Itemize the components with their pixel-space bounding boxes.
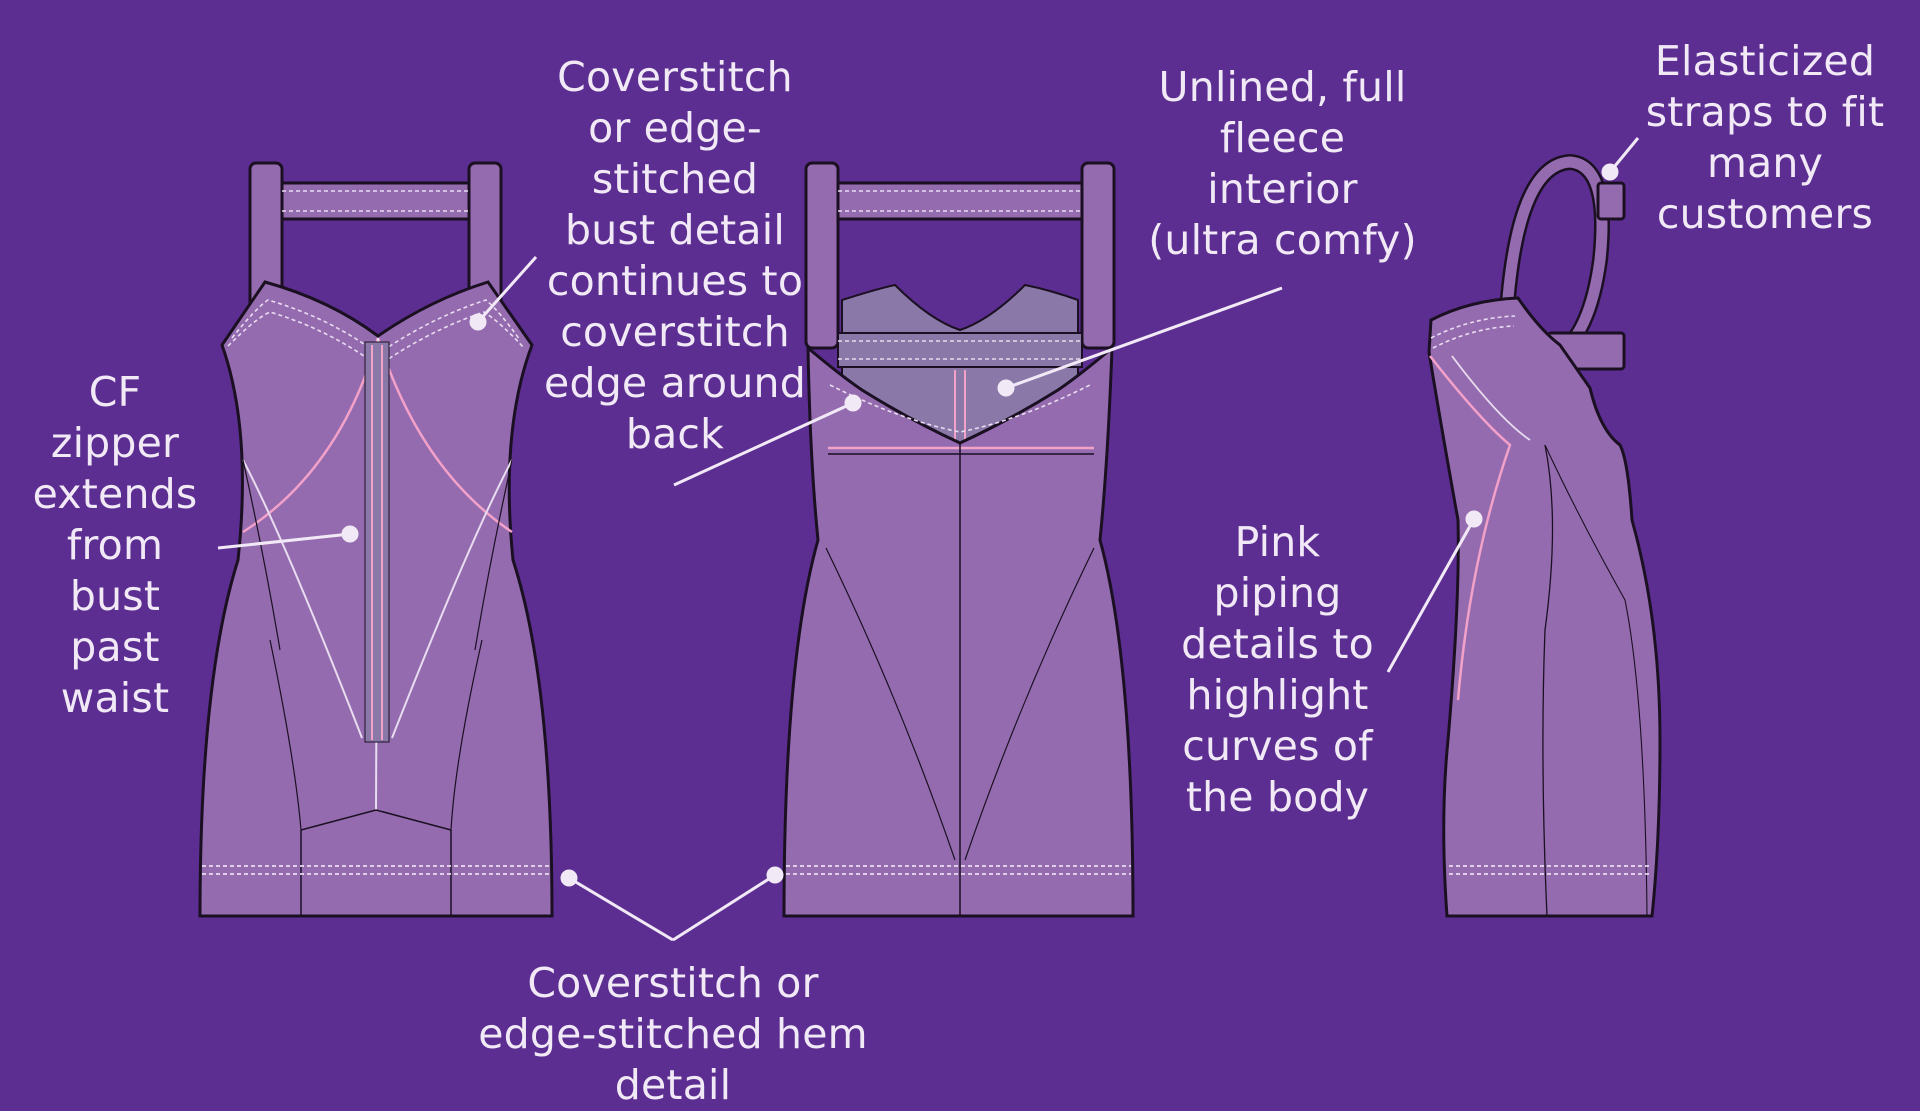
front-view-icon — [198, 161, 554, 918]
side-view-icon — [1427, 153, 1662, 918]
back-view-icon — [782, 161, 1135, 918]
bust-detail-callout: Coverstitch or edge- stitched bust detai… — [544, 53, 806, 458]
zipper-callout: CF zipper extends from bust past waist — [32, 368, 198, 722]
garment-flats — [198, 137, 1662, 942]
tech-flat-diagram: CF zipper extends from bust past waist C… — [32, 37, 1885, 1109]
hem-callout: Coverstitch or edge-stitched hem detail — [478, 959, 868, 1109]
straps-callout: Elasticized straps to fit many customers — [1645, 37, 1885, 238]
piping-callout: Pink piping details to highlight curves … — [1181, 518, 1374, 821]
fleece-callout: Unlined, full fleece interior (ultra com… — [1148, 63, 1417, 264]
leader-lines — [217, 137, 1640, 942]
